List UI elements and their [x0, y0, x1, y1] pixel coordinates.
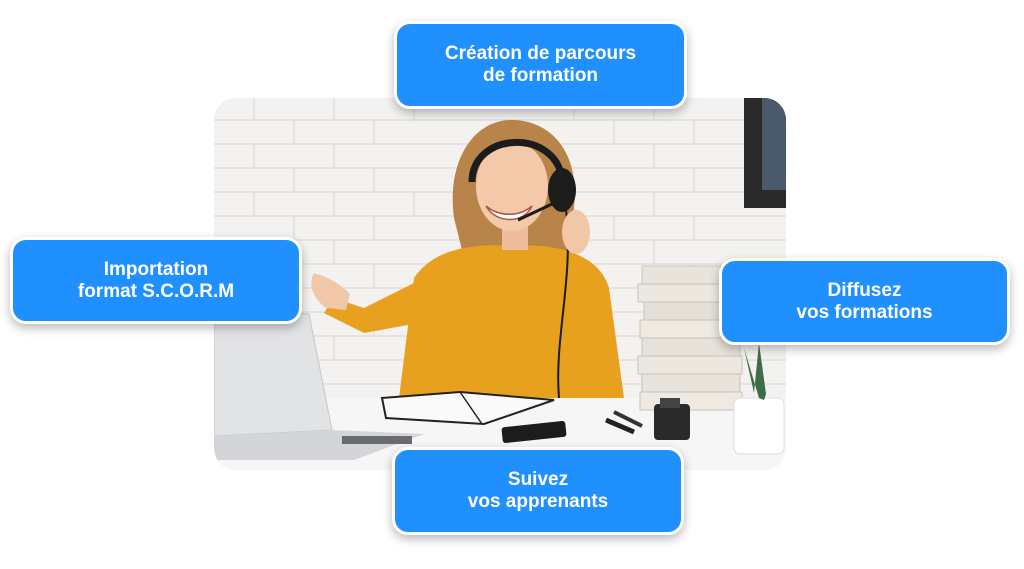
callout-track-learners-line1: Suivez: [507, 469, 569, 490]
sweater: [399, 245, 624, 398]
callout-course-creation-line1: Création de parcours: [444, 43, 637, 64]
callout-course-creation-line2: de formation: [482, 65, 599, 86]
wall-frame-inner: [762, 98, 786, 190]
headset-mic: [517, 202, 553, 222]
stamp: [654, 404, 690, 440]
callout-publish-courses: Diffusez vos formations: [719, 258, 1010, 345]
callout-track-learners-line2: vos apprenants: [467, 491, 609, 512]
callout-track-learners: Suivez vos apprenants: [392, 447, 684, 535]
laptop: [214, 307, 424, 460]
hand-headset: [562, 210, 590, 254]
callout-scorm-import-line2: format S.C.O.R.M: [77, 280, 235, 302]
callout-scorm-import: Importation format S.C.O.R.M: [10, 237, 302, 324]
plant: [733, 343, 785, 455]
book-stack: [637, 265, 743, 411]
smartphone: [501, 420, 567, 444]
smile: [485, 205, 533, 221]
pen: [605, 417, 635, 435]
headset-cup: [548, 168, 576, 212]
sweater-arm: [324, 283, 419, 333]
callout-scorm-import-line1: Importation: [103, 258, 209, 280]
notebook: [380, 390, 555, 426]
callout-course-creation: Création de parcours de formation: [394, 21, 687, 109]
hand: [311, 273, 350, 310]
headset-band: [468, 139, 566, 183]
callout-publish-courses-line1: Diffusez: [827, 279, 902, 301]
callout-publish-courses-line2: vos formations: [796, 301, 933, 323]
hero-photo: [214, 98, 786, 470]
photo-illustration: [214, 98, 786, 470]
